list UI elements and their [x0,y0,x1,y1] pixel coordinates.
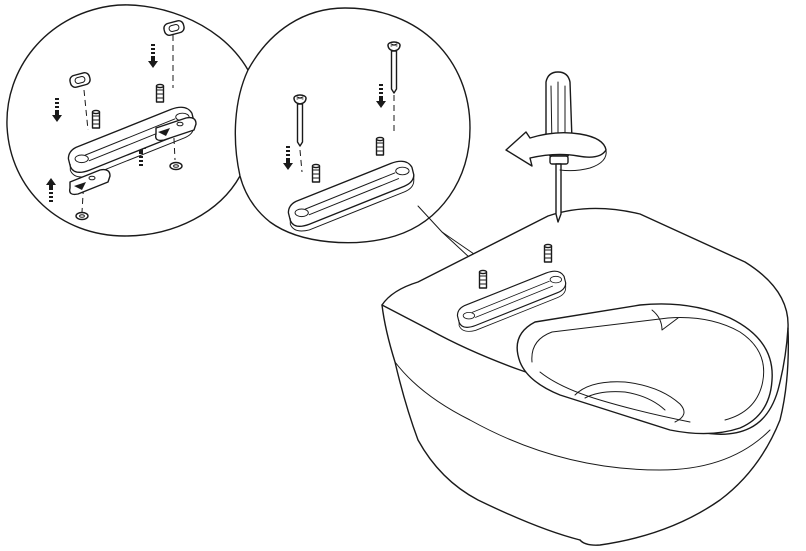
toilet-bowl [382,208,788,545]
washer-icon-4 [76,213,88,220]
detail-circle-left [7,5,248,236]
callout-line-2 [442,232,470,258]
washer-icon-3 [170,163,182,170]
